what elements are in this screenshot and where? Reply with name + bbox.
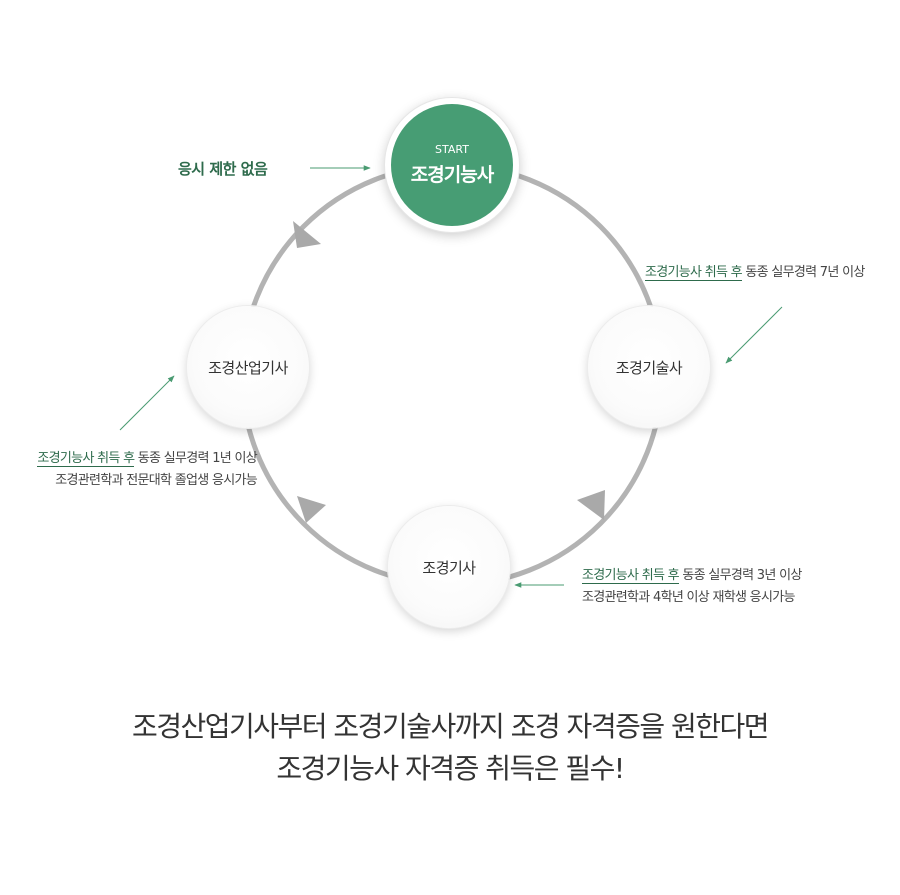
- node-industrial-engineer: 조경산업기사: [187, 306, 309, 428]
- note-engineer: 조경기능사 취득 후 동종 실무경력 3년 이상 조경관련학과 4학년 이상 재…: [582, 565, 802, 609]
- headline: 조경산업기사부터 조경기술사까지 조경 자격증을 원한다면 조경기능사 자격증 …: [0, 706, 900, 790]
- node-industrial-engineer-label: 조경산업기사: [208, 358, 288, 377]
- note-engineer-rest: 동종 실무경력 3년 이상: [678, 568, 802, 583]
- ring-arrow-bottom-left: [297, 496, 326, 523]
- ring-arrow-left: [293, 221, 321, 248]
- note-master-highlight: 조경기능사 취득 후: [645, 265, 743, 281]
- note-engineer-highlight: 조경기능사 취득 후: [582, 568, 680, 584]
- note-industrial-engineer: 조경기능사 취득 후 동종 실무경력 1년 이상 조경관련학과 전문대학 졸업생…: [37, 448, 258, 492]
- node-master-label: 조경기술사: [615, 358, 683, 377]
- note-industrial-line2: 조경관련학과 전문대학 졸업생 응시가능: [55, 473, 257, 488]
- start-tag: START: [435, 143, 469, 156]
- node-engineer: 조경기사: [388, 506, 510, 628]
- note-industrial-rest: 동종 실무경력 1년 이상: [134, 451, 258, 466]
- start-node: START 조경기능사: [385, 98, 519, 232]
- note-master-rest: 동종 실무경력 7년 이상: [741, 265, 865, 280]
- arrow-master-note: [725, 306, 783, 364]
- headline-line-2: 조경기능사 자격증 취득은 필수!: [276, 752, 625, 785]
- headline-line-1: 조경산업기사부터 조경기술사까지 조경 자격증을 원한다면: [131, 710, 770, 743]
- note-engineer-line2: 조경관련학과 4학년 이상 재학생 응시가능: [582, 590, 795, 605]
- node-engineer-label: 조경기사: [422, 558, 476, 577]
- start-node-title: 조경기능사: [410, 164, 494, 186]
- note-industrial-highlight: 조경기능사 취득 후: [37, 451, 135, 467]
- no-limit-label: 응시 제한 없음: [178, 160, 268, 178]
- node-master: 조경기술사: [588, 306, 710, 428]
- note-master: 조경기능사 취득 후 동종 실무경력 7년 이상: [645, 262, 865, 284]
- ring-arrow-bottom-right: [577, 490, 605, 520]
- arrow-industrial-note: [119, 375, 175, 431]
